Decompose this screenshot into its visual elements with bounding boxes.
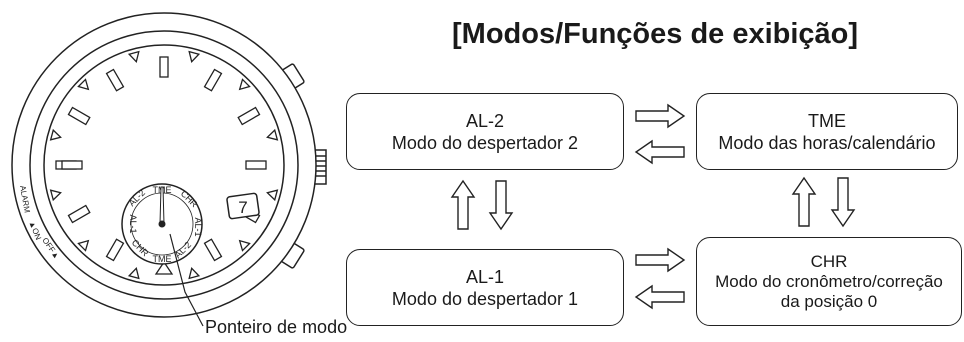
- pointer-leader-line: [169, 233, 204, 327]
- arrow-down-icon: [488, 180, 514, 231]
- mode-code: AL-1: [465, 266, 505, 287]
- mode-name: da posição 0: [780, 291, 878, 311]
- hour-marker: [67, 204, 91, 224]
- mode-code: TME: [808, 110, 846, 131]
- mode-name: Modo do despertador 2: [391, 132, 579, 153]
- watch-illustration: 7 TME CHR AL-1 AL-2 TME CHR AL-1 AL-2 AL…: [11, 12, 327, 327]
- mode-box-chr: CHR Modo do cronômetro/correção da posiç…: [696, 237, 962, 326]
- arrow-left-icon: [634, 139, 685, 165]
- hour-marker: [154, 260, 174, 275]
- minute-marker: [266, 189, 279, 202]
- mode-code: AL-2: [465, 110, 505, 131]
- mode-subdial: TME CHR AL-1 AL-2 TME CHR AL-1 AL-2: [121, 183, 203, 265]
- arrow-up-icon: [450, 179, 476, 230]
- hour-marker: [105, 238, 125, 262]
- subdial-label: AL-1: [128, 214, 138, 233]
- hour-marker: [203, 68, 223, 92]
- bezel-inner: [29, 30, 299, 300]
- mode-hand: [159, 186, 165, 225]
- mode-pointer-label: Ponteiro de modo: [205, 317, 348, 337]
- page-title: [Modos/Funções de exibição]: [452, 18, 859, 50]
- mode-box-al2: AL-2 Modo do despertador 2: [346, 93, 624, 170]
- minute-marker: [266, 128, 279, 141]
- minute-marker: [49, 189, 62, 202]
- mode-name: Modo do despertador 1: [391, 288, 579, 309]
- subdial-label: AL-1: [193, 217, 203, 236]
- minute-marker: [238, 78, 251, 91]
- hour-marker: [61, 160, 83, 170]
- hour-marker: [105, 68, 125, 92]
- hour-marker: [67, 106, 91, 126]
- arrow-left-icon: [634, 284, 685, 310]
- date-value: 7: [238, 198, 247, 217]
- minute-marker: [77, 78, 90, 91]
- hour-marker: [237, 106, 261, 126]
- mode-name: Modo do cronômetro/correção: [715, 271, 943, 291]
- minute-marker: [238, 239, 251, 252]
- mode-code: CHR: [810, 251, 848, 271]
- date-window: 7: [226, 192, 260, 220]
- mode-name: Modo das horas/calendário: [718, 132, 936, 153]
- minute-marker: [127, 50, 140, 63]
- hour-marker: [245, 160, 267, 170]
- minute-marker: [188, 267, 201, 280]
- arrow-right-icon: [635, 247, 686, 273]
- subdial-label: TME: [153, 254, 172, 264]
- hour-marker: [159, 56, 169, 78]
- minute-marker: [188, 50, 201, 63]
- dial: [43, 44, 285, 286]
- mode-box-al1: AL-1 Modo do despertador 1: [346, 249, 624, 326]
- arrow-right-icon: [635, 103, 686, 129]
- minute-marker: [49, 128, 62, 141]
- arrow-down-icon: [830, 177, 856, 228]
- arrow-up-icon: [791, 176, 817, 227]
- minute-marker: [127, 267, 140, 280]
- hour-marker: [203, 238, 223, 262]
- minute-marker: [77, 239, 90, 252]
- mode-box-tme: TME Modo das horas/calendário: [696, 93, 958, 170]
